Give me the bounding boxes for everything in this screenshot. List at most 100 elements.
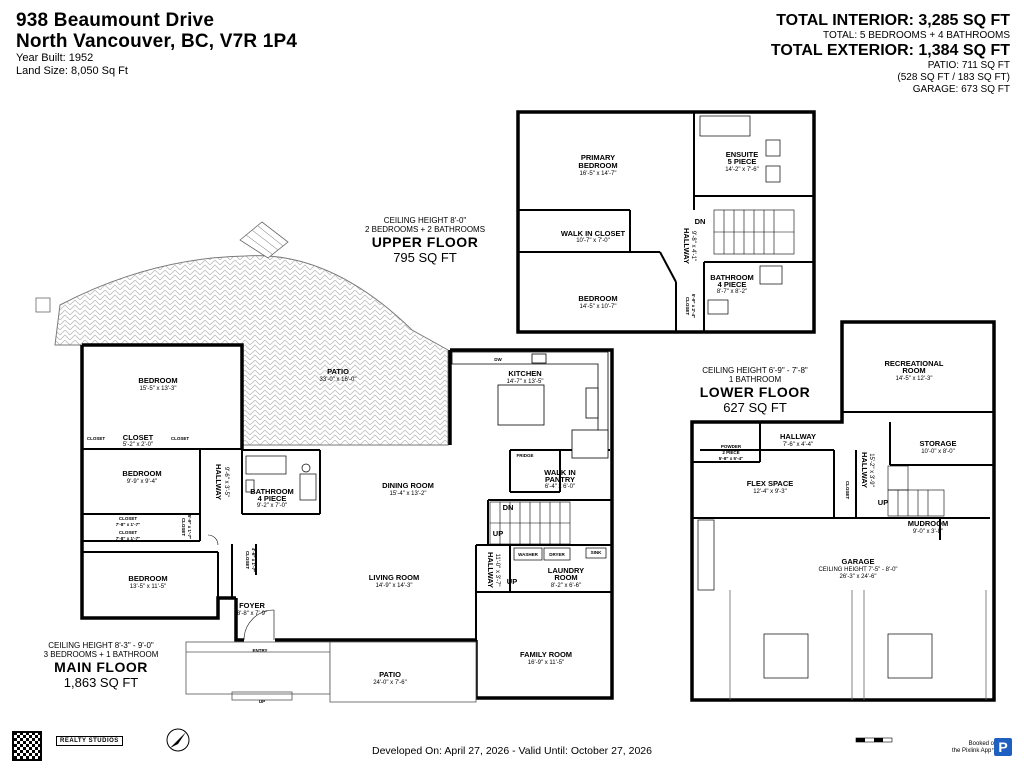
main-dining-dims: 15'-4" x 13'-2"	[390, 491, 427, 497]
main-bedroom1-dims: 15'-5" x 13'-3"	[140, 386, 177, 392]
scale-bar-icon	[855, 737, 893, 743]
main-patio2-dims: 24'-0" x 7'-6"	[373, 680, 407, 686]
upper-dn-label: DN	[695, 217, 706, 226]
main-interior-walls	[82, 448, 612, 640]
upper-walk-in-closet-dims: 10'-7" x 7'-0"	[576, 238, 610, 244]
upper-exterior-walls	[516, 110, 816, 334]
main-dining-name: DINING ROOM	[382, 481, 434, 490]
main-bedroom3-name: BEDROOM	[128, 574, 167, 583]
upper-primary-bedroom-name2: BEDROOM	[578, 161, 617, 170]
lower-powder-name2: 2 PIECE	[722, 450, 739, 455]
main-closet-a-dims: 7'-8" x 1'-7"	[116, 522, 140, 527]
property-header: 938 Beaumount Drive North Vancouver, BC,…	[16, 10, 297, 78]
lower-mudroom-dims: 9'-0" x 3'-8"	[913, 529, 943, 535]
lower-rec-room-name2: ROOM	[902, 366, 925, 375]
north-arrow-icon	[166, 728, 190, 752]
upper-primary-bedroom-name1: PRIMARY	[581, 153, 615, 162]
garage-door-tracks	[729, 590, 987, 700]
main-bathroom-dims: 9'-2" x 7'-0"	[257, 503, 287, 509]
total-exterior: TOTAL EXTERIOR: 1,384 SQ FT	[770, 42, 1010, 59]
main-pantry-name1: WALK IN	[544, 468, 576, 477]
qr-code-icon	[12, 731, 42, 761]
lower-hallway-dims: 7'-6" x 4'-4"	[783, 442, 813, 448]
main-ceiling: CEILING HEIGHT 8'-3" - 9'-0"	[48, 641, 154, 650]
year-built: Year Built: 1952	[16, 52, 94, 64]
main-bathroom-name2: 4 PIECE	[258, 494, 287, 503]
main-floor-plan	[35, 221, 614, 703]
upper-ensuite-dims: 14'-2" x 7'-6"	[725, 167, 759, 173]
main-sink-label: SINK	[591, 550, 603, 555]
lower-garage-dims: 26'-3" x 24'-6"	[840, 574, 877, 580]
upper-bedroom-dims: 14'-5" x 10'-7"	[580, 304, 617, 310]
main-closet-left-label: CLOSET	[87, 436, 106, 441]
pixlink-booking: Booked on the Pixlink App™	[952, 741, 997, 755]
upper-floor-name: UPPER FLOOR	[371, 234, 479, 250]
lower-storage-name: STORAGE	[920, 439, 957, 448]
laundry-appliances	[513, 547, 607, 561]
upper-hallway-dims: 9'-8" x 4'-1"	[690, 231, 696, 261]
main-closet-v-name: CLOSET	[181, 518, 186, 537]
booked-on-label: Booked on	[968, 741, 998, 747]
main-laundry-name2: ROOM	[554, 573, 577, 582]
lower-powder-dims: 5'-8" x 5'-4"	[719, 456, 743, 461]
upper-bath-fixtures	[699, 115, 783, 315]
patio-steps	[35, 221, 289, 313]
main-laundry-dims: 8'-2" x 6'-6"	[551, 583, 581, 589]
lower-hallway-v-dims: 15'-2" x 3'-9"	[868, 453, 874, 487]
main-patio2-name: PATIO	[379, 670, 401, 679]
lower-garage-ceiling: CEILING HEIGHT 7'-5" - 8'-0"	[818, 567, 897, 573]
main-summary: 3 BEDROOMS + 1 BATHROOM	[43, 650, 159, 659]
main-closet-foyer-name: CLOSET	[245, 551, 250, 570]
lower-ceiling: CEILING HEIGHT 6'-9" - 7'-8"	[702, 366, 808, 375]
main-hallway-name: HALLWAY	[214, 464, 223, 500]
validity-footer: Developed On: April 27, 2026 - Valid Unt…	[372, 745, 652, 757]
main-living-name: LIVING ROOM	[369, 573, 419, 582]
main-closet-v-dims: 5'-9" x 1'-7"	[187, 515, 192, 539]
upper-floor-plan	[516, 110, 816, 334]
land-size: Land Size: 8,050 Sq Ft	[16, 65, 128, 77]
upper-walk-in-closet-name: WALK IN CLOSET	[561, 229, 626, 238]
main-hallway2-name: HALLWAY	[486, 552, 495, 588]
lower-hallway-name: HALLWAY	[780, 432, 816, 441]
upper-bathroom-name2: 4 PIECE	[718, 280, 747, 289]
main-stairs	[489, 501, 571, 545]
garage-doors	[697, 519, 933, 679]
upper-floor-label: CEILING HEIGHT 8'-0" 2 BEDROOMS + 2 BATH…	[340, 216, 510, 265]
upper-bathroom-dims: 8'-7" x 8'-2"	[717, 289, 747, 295]
lower-rec-room-dims: 14'-5" x 12'-3"	[896, 376, 933, 382]
main-closet-foyer-dims: 4'-6" x 1'-7"	[251, 548, 256, 572]
patio-split: (528 SQ FT / 183 SQ FT)	[897, 72, 1010, 83]
main-bathroom-fixtures	[245, 455, 317, 501]
lower-floor-plan	[690, 320, 996, 702]
main-dryer-label: DRYER	[549, 552, 565, 557]
main-up-label: UP	[493, 529, 503, 538]
lower-flex-name: FLEX SPACE	[747, 479, 794, 488]
main-floor-name: MAIN FLOOR	[54, 659, 148, 675]
upper-ensuite-name2: 5 PIECE	[728, 157, 757, 166]
main-closet-mid-dims: 5'-2" x 2'-0"	[123, 442, 153, 448]
main-bathroom-name1: BATHROOM	[250, 487, 294, 496]
address-line-2: North Vancouver, BC, V7R 1P4	[16, 31, 298, 52]
main-living-dims: 14'-9" x 14'-3"	[376, 583, 413, 589]
lower-garage-name: GARAGE	[842, 557, 875, 566]
main-dn-label: DN	[503, 503, 514, 512]
upper-floor-sqft: 795 SQ FT	[393, 250, 457, 265]
patio-area: PATIO: 711 SQ FT	[927, 60, 1010, 71]
main-closet-right-label: CLOSET	[171, 436, 190, 441]
upper-bathroom-name1: BATHROOM	[710, 273, 754, 282]
realty-studios-logo: REALTY STUDIOS	[56, 736, 123, 746]
main-bedroom3-dims: 13'-5" x 11'-5"	[130, 584, 166, 590]
lower-summary: 1 BATHROOM	[728, 375, 782, 384]
upper-closet-name: CLOSET	[685, 297, 690, 316]
lower-interior-walls	[691, 411, 994, 700]
main-pantry-dims: 6'-4" x 6'-0"	[545, 484, 575, 490]
lower-storage-dims: 10'-0" x 8'-0"	[921, 449, 955, 455]
main-foyer-name: FOYER	[239, 601, 265, 610]
kitchen-counters	[451, 351, 609, 459]
front-patio-area	[329, 641, 477, 703]
lower-exterior-walls	[690, 320, 996, 702]
back-patio-area	[54, 255, 449, 446]
upper-primary-bedroom-dims: 16'-5" x 14'-7"	[580, 171, 617, 177]
main-fridge-label: FRIDGE	[516, 453, 533, 458]
main-family-dims: 16'-9" x 11'-5"	[528, 660, 564, 666]
